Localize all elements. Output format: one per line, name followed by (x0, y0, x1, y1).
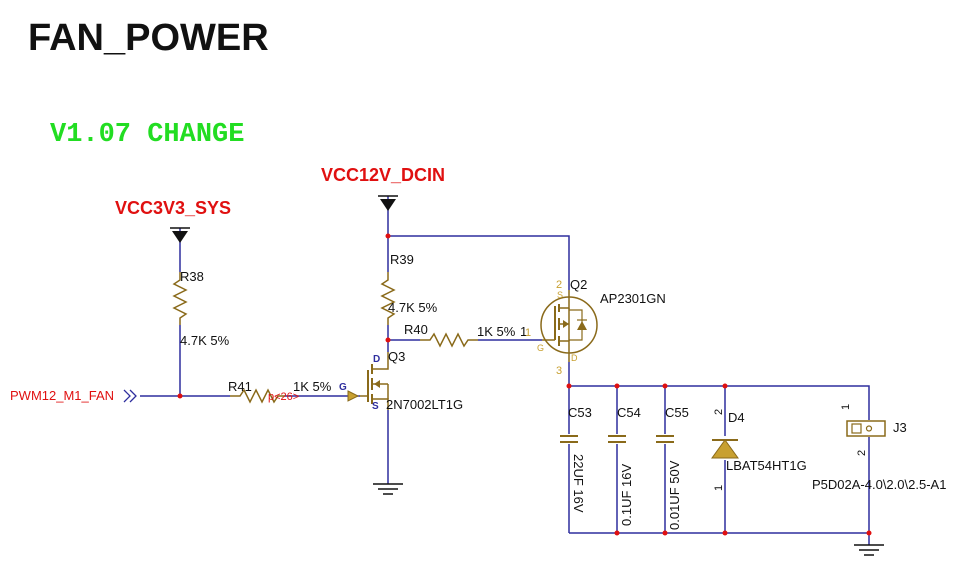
j3-part: P5D02A-4.0\2.0\2.5-A1 (812, 477, 946, 492)
junction-dots (177, 233, 872, 536)
pwm-input-arrow-icon (123, 389, 137, 403)
junction-dot (866, 530, 872, 536)
q3-part: 2N7002LT1G (386, 397, 463, 412)
junction-dot (722, 383, 728, 389)
power-arrow-vcc3v3 (170, 227, 190, 272)
mosfet-q2: Q2 AP2301GN 2 S 1 G 3 D (525, 277, 666, 377)
revision-note: V1.07 CHANGE (50, 120, 244, 150)
net-label-vcc12v: VCC12V_DCIN (321, 165, 445, 185)
junction-dot (385, 233, 391, 239)
resistor-r39: R39 4.7K 5% (380, 252, 438, 325)
ground-symbol-q3 (373, 483, 403, 495)
c53-ref: C53 (568, 405, 592, 420)
c54-value: 0.1UF 16V (619, 464, 634, 526)
resistor-r38: R38 4.7K 5% (172, 269, 230, 348)
q2-pin-g: G (537, 343, 544, 353)
capacitor-c55: C55 0.01UF 50V (656, 405, 689, 530)
r41-ref: R41 (228, 379, 252, 394)
capacitor-c54: C54 0.1UF 16V (608, 405, 641, 526)
r38-value: 4.7K 5% (180, 333, 230, 348)
j3-pin2: 2 (856, 450, 868, 456)
mosfet-q3: Q3 2N7002LT1G D G S (339, 349, 463, 412)
ground-symbol-j3 (854, 544, 884, 556)
c55-ref: C55 (665, 405, 689, 420)
resistor-r41: R41 1K 5% p<26> (228, 379, 332, 404)
junction-dot (662, 383, 668, 389)
net-label-vcc3v3: VCC3V3_SYS (115, 198, 231, 218)
q2-pin-d: D (571, 353, 578, 363)
diode-d4: D4 LBAT54HT1G 2 1 (711, 409, 807, 491)
net-label-pwm: PWM12_M1_FAN (10, 388, 114, 403)
q3-pin-d: D (373, 354, 380, 365)
power-arrow-vcc12v (378, 195, 398, 236)
page-title: FAN_POWER (28, 17, 269, 59)
c55-value: 0.01UF 50V (667, 460, 682, 530)
c54-ref: C54 (617, 405, 641, 420)
q2-ref: Q2 (570, 277, 587, 292)
r38-ref: R38 (180, 269, 204, 284)
q2-pin2: 2 (556, 279, 562, 291)
d4-ref: D4 (728, 410, 745, 425)
q2-pin-s: S (557, 290, 563, 300)
junction-dot (385, 337, 391, 343)
capacitor-c53: C53 22UF 16V (560, 405, 592, 513)
j3-pin1: 1 (840, 404, 852, 410)
junction-dot (722, 530, 728, 536)
d4-pin2: 2 (713, 409, 725, 415)
r40-pin1: 1 (520, 324, 527, 339)
q3-pin-s: S (372, 401, 379, 412)
q2-part: AP2301GN (600, 291, 666, 306)
junction-dot (566, 383, 572, 389)
q3-pin-g: G (339, 382, 347, 393)
r39-ref: R39 (390, 252, 414, 267)
wires (140, 235, 870, 545)
d4-part: LBAT54HT1G (726, 458, 807, 473)
d4-pin1: 1 (713, 485, 725, 491)
r41-xref: p<26> (268, 391, 299, 403)
q3-ref: Q3 (388, 349, 405, 364)
q2-pin3: 3 (556, 365, 562, 377)
junction-dot (662, 530, 668, 536)
resistor-r40: R40 1K 5% 1 (404, 322, 527, 348)
r40-ref: R40 (404, 322, 428, 337)
r40-value: 1K 5% (477, 324, 516, 339)
q2-pin1: 1 (525, 327, 531, 339)
r39-value: 4.7K 5% (388, 300, 438, 315)
junction-dot (614, 530, 620, 536)
connector-j3: J3 P5D02A-4.0\2.0\2.5-A1 1 2 (812, 404, 946, 492)
junction-dot (614, 383, 620, 389)
j3-ref: J3 (893, 420, 907, 435)
r41-value: 1K 5% (293, 379, 332, 394)
junction-dot (177, 393, 183, 399)
c53-value: 22UF 16V (571, 454, 586, 513)
